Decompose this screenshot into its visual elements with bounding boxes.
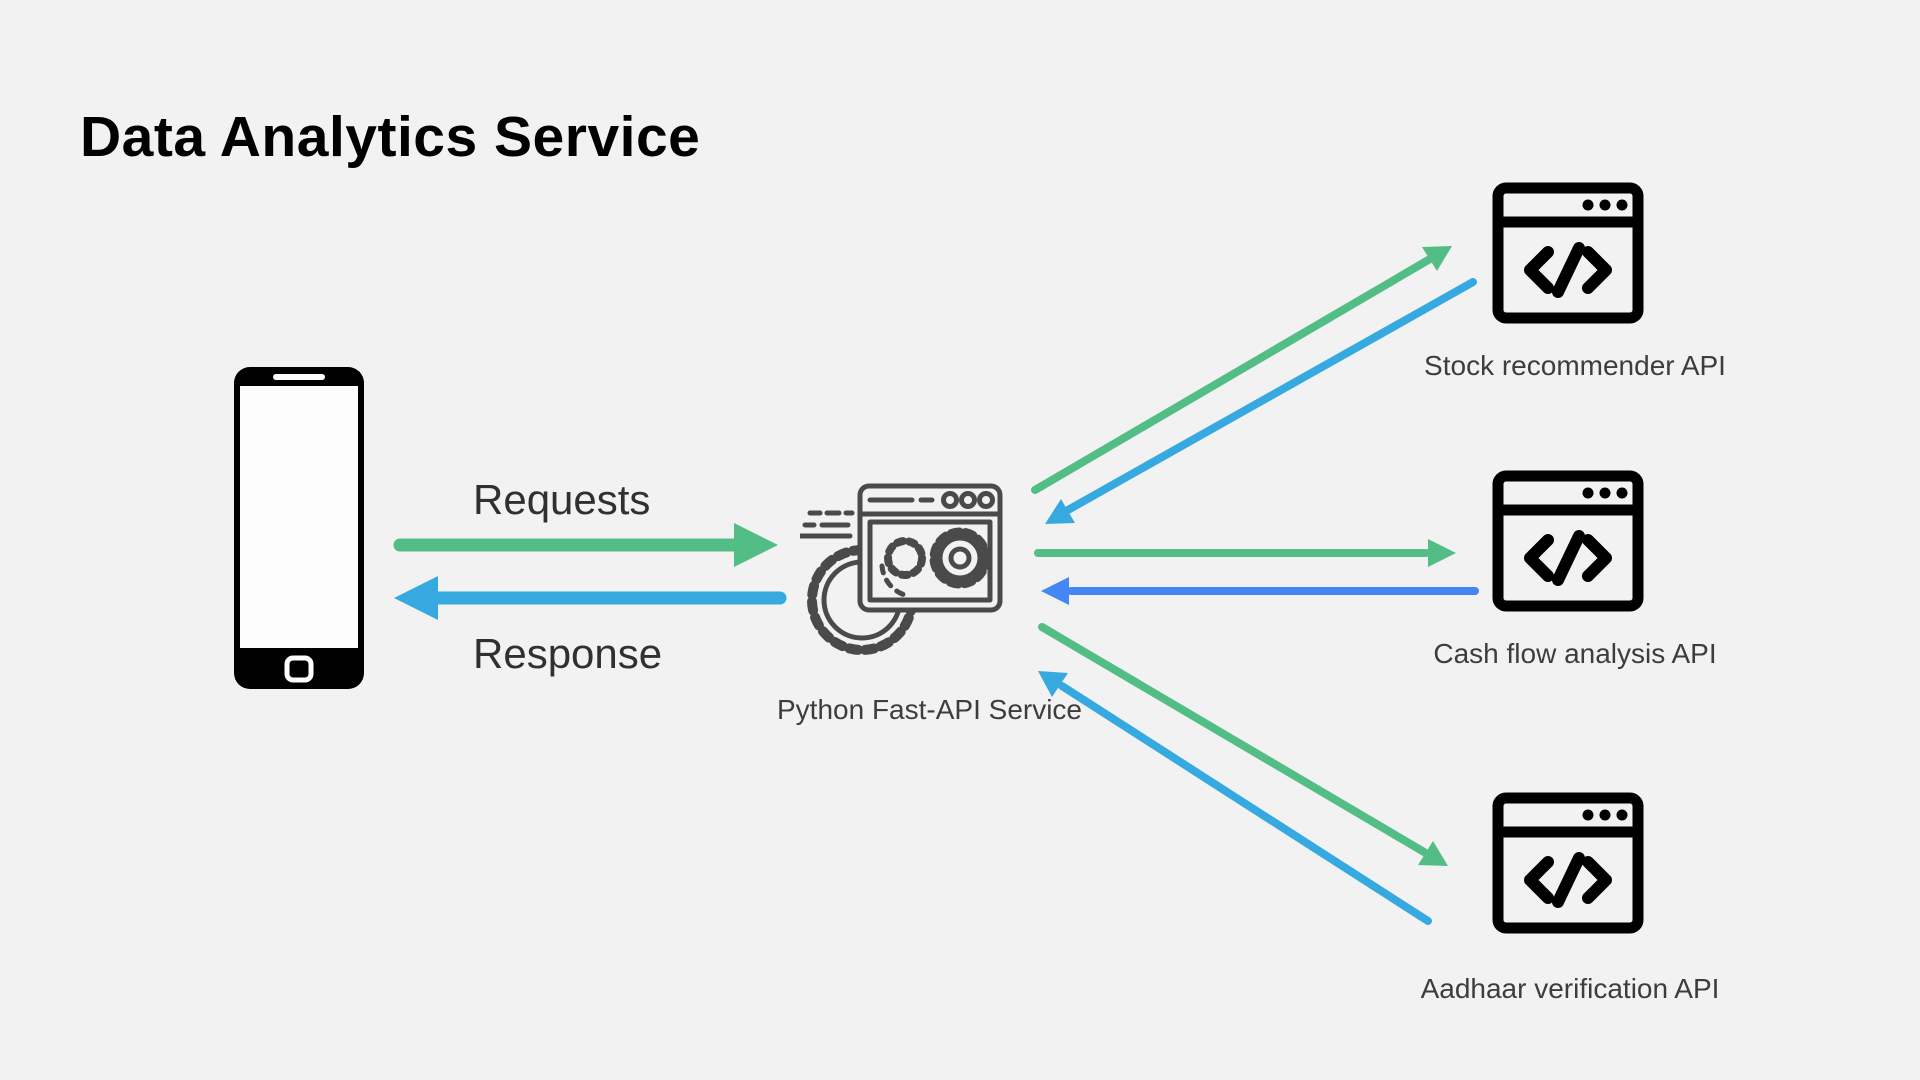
gears-browser-window-icon xyxy=(800,483,1003,655)
mobile-client xyxy=(233,366,365,690)
python-fastapi-service xyxy=(800,478,1010,678)
response-arrow xyxy=(394,576,787,620)
aadhaar-api-label: Aadhaar verification API xyxy=(1420,973,1720,1004)
response-label: Response xyxy=(473,630,663,677)
service-to-aadhaar-api-arrow xyxy=(1038,623,1448,866)
requests-label: Requests xyxy=(473,476,651,523)
service-to-stock-api-arrow xyxy=(1031,246,1452,494)
aadhaar-api-to-service-arrow xyxy=(1038,671,1432,925)
code-window-icon xyxy=(1492,470,1644,612)
page-title: Data Analytics Service xyxy=(80,105,701,169)
stock-recommender-api-node xyxy=(1492,182,1644,324)
service-to-cashflow-api-arrow xyxy=(1034,539,1456,567)
code-window-icon xyxy=(1492,182,1644,324)
stock-api-to-service-arrow xyxy=(1045,278,1477,524)
service-label: Python Fast-API Service xyxy=(777,694,1083,725)
stock-recommender-api-label: Stock recommender API xyxy=(1424,350,1726,381)
cashflow-api-node xyxy=(1492,470,1644,612)
cashflow-api-to-service-arrow xyxy=(1041,577,1479,605)
smartphone-icon xyxy=(234,367,364,689)
requests-arrow xyxy=(393,523,778,567)
code-window-icon xyxy=(1492,792,1644,934)
cashflow-api-label: Cash flow analysis API xyxy=(1433,638,1717,669)
aadhaar-api-node xyxy=(1492,792,1644,934)
